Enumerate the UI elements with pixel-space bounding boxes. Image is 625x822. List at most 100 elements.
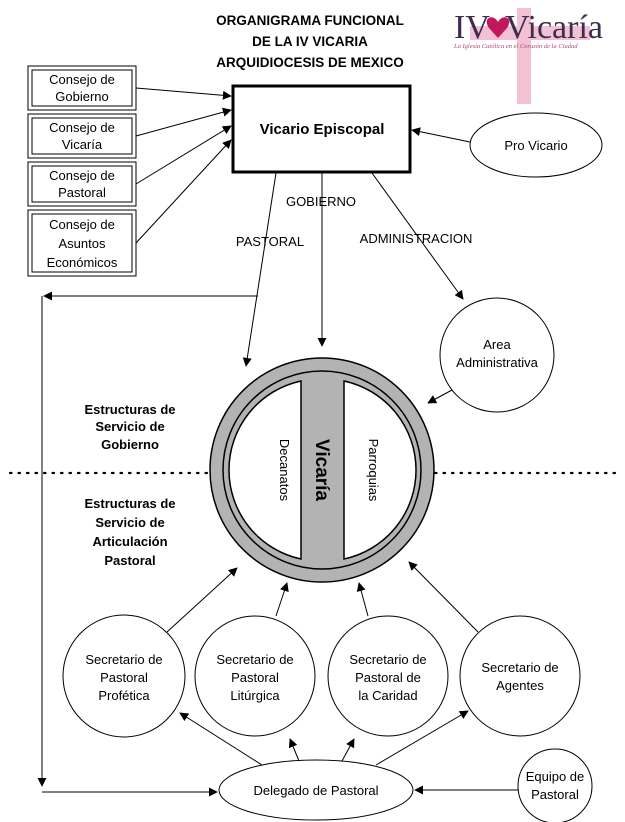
arrow-asuntos-to-vicario bbox=[135, 139, 232, 244]
area-administrativa-node: Area Administrativa bbox=[439, 297, 555, 413]
council-box-inner bbox=[31, 69, 133, 107]
delegado-arrows-up bbox=[179, 710, 469, 766]
council-pastoral-l2: Pastoral bbox=[58, 185, 106, 200]
side-label-gobierno: Estructuras de Servicio de Gobierno bbox=[84, 402, 175, 452]
secretario-agentes-node: Secretario de Agentes bbox=[459, 615, 581, 737]
secretario-profetica-l1: Secretario de bbox=[85, 652, 162, 667]
edge-label-administracion: ADMINISTRACION bbox=[360, 231, 473, 246]
secretario-caridad-l1: Secretario de bbox=[349, 652, 426, 667]
secretario-profetica-node: Secretario de Pastoral Profética bbox=[62, 614, 186, 738]
equipo-l2: Pastoral bbox=[531, 787, 579, 802]
secretario-caridad-node: Secretario de Pastoral de la Caridad bbox=[327, 615, 449, 737]
council-asuntos-l1: Consejo de bbox=[49, 217, 115, 232]
equipo-pastoral-node: Equipo de Pastoral bbox=[517, 748, 593, 822]
secretario-caridad-circle bbox=[327, 615, 449, 737]
secretario-liturgica-node: Secretario de Pastoral Litúrgica bbox=[194, 615, 316, 737]
side-articulacion-l1: Estructuras de bbox=[84, 496, 175, 511]
arrow-delegado-to-caridad bbox=[341, 738, 355, 762]
council-box-inner bbox=[31, 117, 133, 155]
arrow-agentes-to-vicaria bbox=[408, 561, 479, 633]
delegado-label: Delegado de Pastoral bbox=[253, 783, 378, 798]
secretario-agentes-circle bbox=[459, 615, 581, 737]
secretario-liturgica-l2: Pastoral bbox=[231, 670, 279, 685]
council-box-inner bbox=[31, 165, 133, 203]
heart-icon bbox=[486, 17, 510, 38]
equipo-l1: Equipo de bbox=[526, 769, 585, 784]
secretario-arrows-up bbox=[166, 561, 479, 633]
council-gobierno-l2: Gobierno bbox=[55, 89, 108, 104]
secretario-profetica-circle bbox=[62, 614, 186, 738]
pro-vicario-ellipse bbox=[469, 112, 603, 178]
area-administrativa-l2: Administrativa bbox=[456, 355, 538, 370]
parroquias-label: Parroquias bbox=[366, 439, 381, 502]
delegado-ellipse bbox=[218, 759, 414, 821]
title-line-1: ORGANIGRAMA FUNCIONAL bbox=[216, 13, 404, 28]
decanatos-label: Decanatos bbox=[277, 439, 292, 502]
side-gobierno-l2: Servicio de bbox=[95, 419, 164, 434]
vicario-label: Vicario Episcopal bbox=[260, 121, 385, 138]
council-vicaria: Consejo de Vicaría bbox=[27, 113, 137, 159]
decanatos-half bbox=[228, 380, 302, 560]
chart-title: ORGANIGRAMA FUNCIONAL DE LA IV VICARIA A… bbox=[216, 13, 404, 70]
arrow-delegado-to-profetica bbox=[179, 712, 263, 766]
area-administrativa-circle bbox=[439, 297, 555, 413]
secretario-caridad-l2: Pastoral de bbox=[355, 670, 421, 685]
secretario-agentes-l2: Agentes bbox=[496, 678, 544, 693]
secretario-profetica-l2: Pastoral bbox=[100, 670, 148, 685]
arrow-delegado-to-liturgica bbox=[288, 738, 300, 762]
arrow-provicario-to-vicario bbox=[411, 127, 471, 143]
vicario-episcopal-node: Vicario Episcopal bbox=[231, 84, 412, 174]
arrow-delegado-to-agentes bbox=[375, 710, 469, 766]
secretario-profetica-l3: Profética bbox=[98, 688, 150, 703]
parroquias-half bbox=[343, 380, 417, 560]
council-pastoral: Consejo de Pastoral bbox=[27, 161, 137, 207]
council-gobierno: Consejo de Gobierno bbox=[27, 65, 137, 111]
pro-vicario-node: Pro Vicario bbox=[469, 112, 603, 178]
secretario-caridad-l3: la Caridad bbox=[358, 688, 417, 703]
vicaria-center-label: Vicaría bbox=[311, 439, 332, 501]
arrow-admin-to-area bbox=[371, 172, 464, 300]
logo-roman: IV bbox=[454, 9, 490, 46]
iv-vicaria-logo: IV Vicaría La Iglesia Católica en el Cor… bbox=[453, 8, 603, 104]
arrow-pastoral-to-vicario bbox=[135, 125, 232, 185]
title-line-2: DE LA IV VICARIA bbox=[252, 34, 368, 49]
logo-word: Vicaría bbox=[505, 9, 603, 46]
council-vicaria-l2: Vicaría bbox=[62, 137, 103, 152]
arrow-gobierno-to-vicario bbox=[135, 87, 232, 100]
logo-tagline: La Iglesia Católica en el Corazón de la … bbox=[453, 43, 578, 50]
pro-vicario-label: Pro Vicario bbox=[504, 138, 567, 153]
edge-label-pastoral: PASTORAL bbox=[236, 234, 304, 249]
arrow-caridad-to-vicaria bbox=[356, 582, 369, 617]
council-pastoral-l1: Consejo de bbox=[49, 168, 115, 183]
arrow-area-to-vicaria bbox=[427, 389, 453, 404]
side-articulacion-l4: Pastoral bbox=[104, 553, 155, 568]
vicario-box bbox=[231, 84, 412, 174]
council-asuntos-l3: Económicos bbox=[47, 255, 118, 270]
side-articulacion-l3: Articulación bbox=[92, 534, 167, 549]
secretario-liturgica-circle bbox=[194, 615, 316, 737]
side-gobierno-l1: Estructuras de bbox=[84, 402, 175, 417]
secretario-liturgica-l1: Secretario de bbox=[216, 652, 293, 667]
equipo-circle bbox=[517, 748, 593, 822]
arrow-vicaria-to-vicario bbox=[135, 107, 232, 137]
secretario-liturgica-l3: Litúrgica bbox=[230, 688, 280, 703]
council-arrows bbox=[135, 87, 471, 244]
side-articulacion-l2: Servicio de bbox=[95, 515, 164, 530]
secretario-agentes-l1: Secretario de bbox=[481, 660, 558, 675]
title-line-3: ARQUIDIOCESIS DE MEXICO bbox=[216, 55, 404, 70]
arrow-pastoral-to-vicaria bbox=[242, 172, 277, 367]
vicaria-node: Vicaría Decanatos Parroquias bbox=[209, 357, 435, 583]
council-vicaria-l1: Consejo de bbox=[49, 120, 115, 135]
delegado-pastoral-node: Delegado de Pastoral bbox=[218, 759, 414, 821]
council-asuntos-l2: Asuntos bbox=[59, 236, 106, 251]
edge-label-gobierno: GOBIERNO bbox=[286, 194, 356, 209]
council-asuntos-economicos: Consejo de Asuntos Económicos bbox=[27, 209, 137, 277]
side-gobierno-l3: Gobierno bbox=[101, 437, 159, 452]
side-label-articulacion: Estructuras de Servicio de Articulación … bbox=[84, 496, 175, 568]
council-gobierno-l1: Consejo de bbox=[49, 72, 115, 87]
council-box-inner bbox=[31, 213, 133, 273]
vicario-arrows bbox=[37, 172, 464, 797]
arrow-profetica-to-vicaria bbox=[166, 567, 238, 633]
arrow-liturgica-to-vicaria bbox=[275, 582, 289, 617]
